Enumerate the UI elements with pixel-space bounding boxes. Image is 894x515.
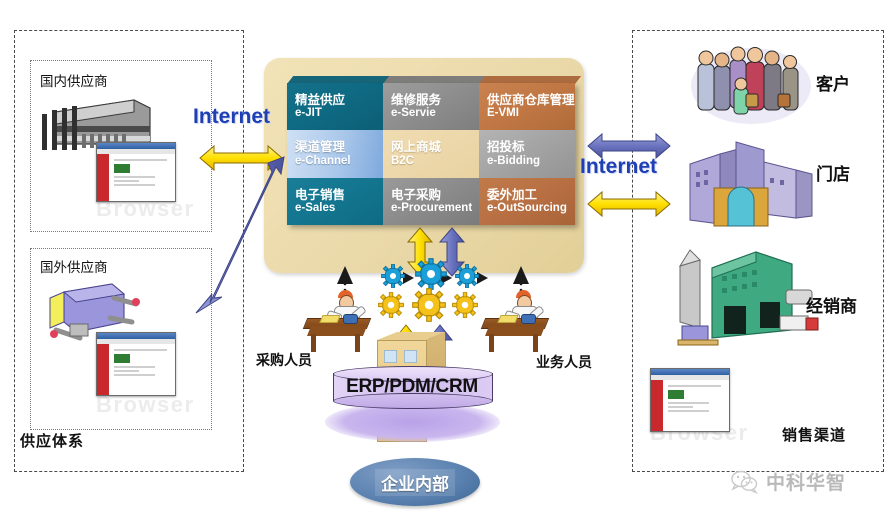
sales-staff-label: 业务人员 — [536, 354, 592, 370]
module-cell-e-bidding[interactable]: 招投标 e-Bidding — [479, 130, 575, 178]
foreign-supplier-label: 国外供应商 — [40, 260, 108, 275]
browser-watermark: Browser — [96, 392, 195, 417]
module-cn: 网上商城 — [391, 140, 442, 155]
module-cell-e-outsourcing[interactable]: 委外加工 e-OutSourcing — [479, 177, 575, 225]
module-cn: 招投标 — [487, 140, 525, 155]
module-en: B2C — [391, 154, 415, 167]
module-en: e-Servie — [391, 107, 436, 120]
dealer-label: 经销商 — [806, 297, 857, 316]
erp-database-cylinder: ERP/PDM/CRM — [333, 366, 493, 409]
internet-label-left: Internet — [193, 105, 271, 128]
browser-window-icon — [96, 142, 176, 202]
desk-worker-icon — [302, 290, 379, 352]
domestic-supplier-box — [30, 60, 212, 232]
internet-label-right: Internet — [580, 155, 658, 178]
people-group-icon — [691, 46, 811, 124]
customer-label: 客户 — [816, 75, 850, 94]
gear-icon — [452, 292, 478, 318]
module-grid: 精益供应 e-JIT 维修服务 e-Servie 供应商仓库管理 E-VMI 渠… — [287, 83, 575, 225]
module-cell-b2c[interactable]: 网上商城 B2C — [383, 130, 479, 178]
module-cell-e-jit[interactable]: 精益供应 e-JIT — [287, 83, 383, 131]
browser-window-icon — [96, 332, 176, 396]
supply-system-label: 供应体系 — [20, 433, 85, 450]
module-cn: 委外加工 — [487, 187, 538, 202]
module-cell-e-channel[interactable]: 渠道管理 e-Channel — [287, 130, 383, 178]
gear-icon — [455, 264, 479, 288]
module-en: e-Bidding — [487, 154, 541, 167]
enterprise-internal-badge: 企业内部 — [350, 458, 480, 506]
factory-icon — [42, 99, 151, 150]
gear-icon — [415, 258, 447, 290]
buyer-staff-label: 采购人员 — [256, 352, 312, 368]
module-en: E-VMI — [487, 107, 519, 120]
module-cn: 电子销售 — [295, 187, 346, 202]
desk-worker-icon — [480, 290, 557, 352]
machine-icon — [49, 283, 140, 341]
module-cn: 精益供应 — [295, 93, 346, 108]
brand-watermark: 中科华智 — [730, 468, 846, 495]
sales-channel-label: 销售渠道 — [782, 427, 847, 444]
module-en: e-Procurement — [391, 202, 473, 215]
brand-name: 中科华智 — [766, 473, 847, 494]
module-cn: 供应商仓库管理 — [487, 93, 575, 108]
erp-label: ERP/PDM/CRM — [346, 376, 478, 397]
module-en: e-Sales — [295, 202, 336, 215]
warehouse-icon — [677, 249, 819, 346]
domestic-supplier-label: 国内供应商 — [40, 74, 108, 89]
wechat-icon — [731, 470, 758, 494]
module-cell-e-servie[interactable]: 维修服务 e-Servie — [383, 83, 479, 131]
module-cell-e-procurement[interactable]: 电子采购 e-Procurement — [383, 177, 479, 225]
browser-window-icon — [650, 368, 730, 432]
store-label: 门店 — [816, 165, 850, 184]
gear-icon — [378, 292, 404, 318]
store-buildings-icon — [689, 141, 813, 227]
module-en: e-OutSourcing — [487, 202, 567, 215]
module-cn: 电子采购 — [391, 187, 442, 202]
module-en: e-Channel — [295, 154, 351, 167]
enterprise-internal-label: 企业内部 — [375, 468, 455, 496]
gear-icon — [412, 288, 446, 322]
gear-icon — [381, 264, 405, 288]
module-cn: 维修服务 — [391, 93, 442, 108]
module-en: e-JIT — [295, 107, 322, 120]
module-cn: 渠道管理 — [295, 140, 346, 155]
module-cell-e-vmi[interactable]: 供应商仓库管理 E-VMI — [479, 83, 575, 131]
sales-channel-zone — [632, 30, 884, 472]
module-cell-e-sales[interactable]: 电子销售 e-Sales — [287, 177, 383, 225]
